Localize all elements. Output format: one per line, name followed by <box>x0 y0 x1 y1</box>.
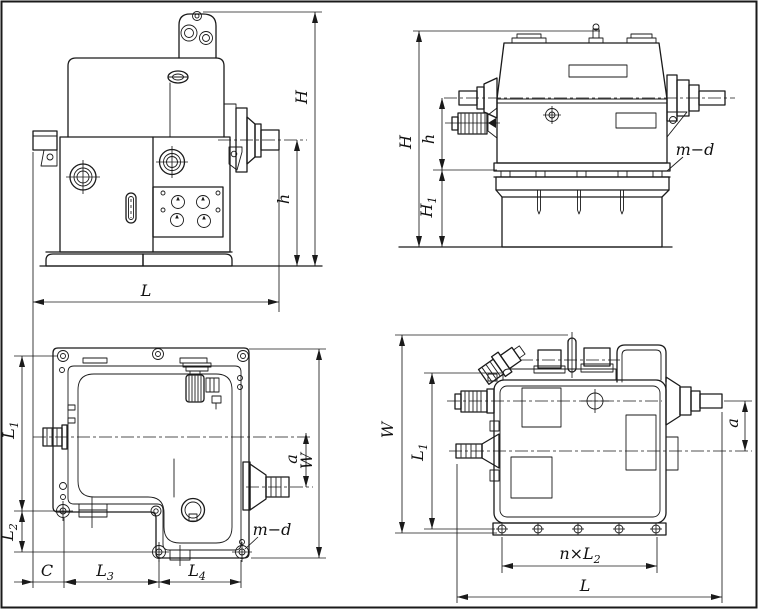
dim-label-front-L: L <box>140 281 152 300</box>
bottom-view-dimensions: W L1 a n×L2 L <box>378 334 752 603</box>
dim-label-plan-L4: L4 <box>187 561 206 583</box>
front-view-dimensions: H h L <box>32 11 322 312</box>
bottom-view: W L1 a n×L2 L <box>378 332 752 603</box>
plan-view: L1 L2 C L3 L4 a W m−d <box>0 312 326 588</box>
dim-label-bottom-W: W <box>378 420 397 438</box>
front-view-body <box>32 11 323 267</box>
breather-filter <box>182 362 222 410</box>
dim-label-bottom-a: a <box>723 418 742 428</box>
flange-bolt-tabs <box>500 170 663 178</box>
dim-label-plan-a: a <box>282 454 301 464</box>
flange-bolts <box>496 523 662 535</box>
dim-label-bottom-L1: L1 <box>408 443 430 462</box>
dim-label-side-H1: H1 <box>417 197 439 219</box>
dim-label-side-H: H <box>396 134 415 150</box>
dim-label-plan-W: W <box>297 451 316 469</box>
selector-knobs <box>160 190 221 228</box>
dim-label-side-md: m−d <box>676 140 715 159</box>
side-view-dimensions: H h H1 m−d <box>396 30 715 247</box>
dim-label-front-h: h <box>274 194 293 204</box>
dim-label-plan-L3: L3 <box>95 561 114 583</box>
dim-label-front-H: H <box>292 89 311 105</box>
dim-label-side-h: h <box>419 134 438 144</box>
dim-label-bottom-L: L <box>579 576 591 595</box>
knurl-hatching <box>460 113 486 134</box>
plan-view-dimensions: L1 L2 C L3 L4 a W m−d <box>0 312 326 588</box>
dim-label-plan-C: C <box>41 561 53 580</box>
dim-label-plan-L1: L1 <box>0 421 21 440</box>
plan-view-body <box>33 347 313 566</box>
side-view: H h H1 m−d <box>396 23 735 248</box>
side-view-body <box>398 23 735 248</box>
front-view: H h L <box>32 11 323 312</box>
dim-label-plan-L2: L2 <box>0 523 20 542</box>
dim-label-bottom-nL2: n×L2 <box>559 544 600 566</box>
valve-cluster <box>477 345 526 385</box>
dim-label-plan-md: m−d <box>253 520 292 539</box>
bottom-view-body <box>447 332 752 536</box>
